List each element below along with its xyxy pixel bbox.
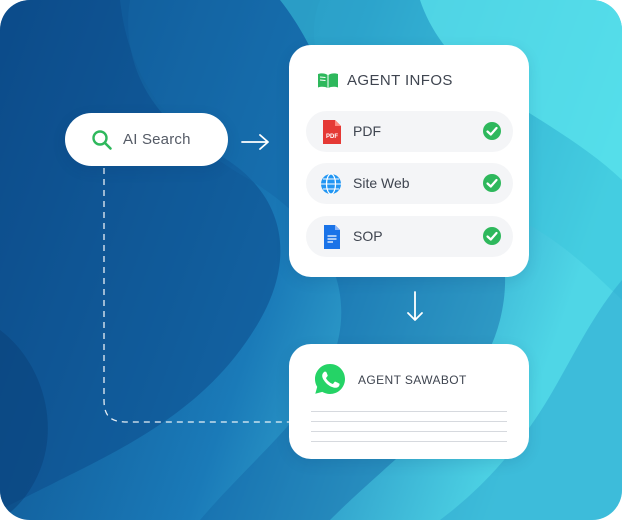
agent-infos-title: AGENT INFOS <box>347 71 453 89</box>
source-item-pdf[interactable]: PDF PDF <box>306 111 513 152</box>
globe-icon <box>321 173 341 195</box>
message-line <box>311 421 507 422</box>
message-line <box>311 441 507 442</box>
source-item-sop[interactable]: SOP <box>306 216 513 257</box>
source-label: Site Web <box>353 175 410 191</box>
doc-file-icon <box>324 225 340 249</box>
agent-sawabot-card: AGENT SAWABOT <box>289 344 529 459</box>
search-icon <box>92 130 112 150</box>
check-circle-icon <box>483 227 501 245</box>
ai-search-label: AI Search <box>123 131 191 148</box>
message-line <box>311 431 507 432</box>
svg-text:PDF: PDF <box>326 134 338 140</box>
source-item-site-web[interactable]: Site Web <box>306 163 513 204</box>
agent-infos-card: AGENT INFOS PDF PDF Site Web <box>289 45 529 277</box>
check-circle-icon <box>483 122 501 140</box>
check-circle-icon <box>483 174 501 192</box>
message-line <box>311 411 507 412</box>
whatsapp-icon <box>315 364 345 394</box>
ai-search-pill[interactable]: AI Search <box>65 113 228 166</box>
arrow-down-icon <box>407 291 423 321</box>
agent-sawabot-title: AGENT SAWABOT <box>358 373 467 387</box>
pdf-file-icon: PDF <box>323 120 341 144</box>
source-label: SOP <box>353 228 383 244</box>
arrow-right-icon <box>241 134 269 150</box>
book-icon <box>318 73 338 88</box>
agent-infos-header: AGENT INFOS <box>317 69 453 91</box>
source-label: PDF <box>353 123 381 139</box>
